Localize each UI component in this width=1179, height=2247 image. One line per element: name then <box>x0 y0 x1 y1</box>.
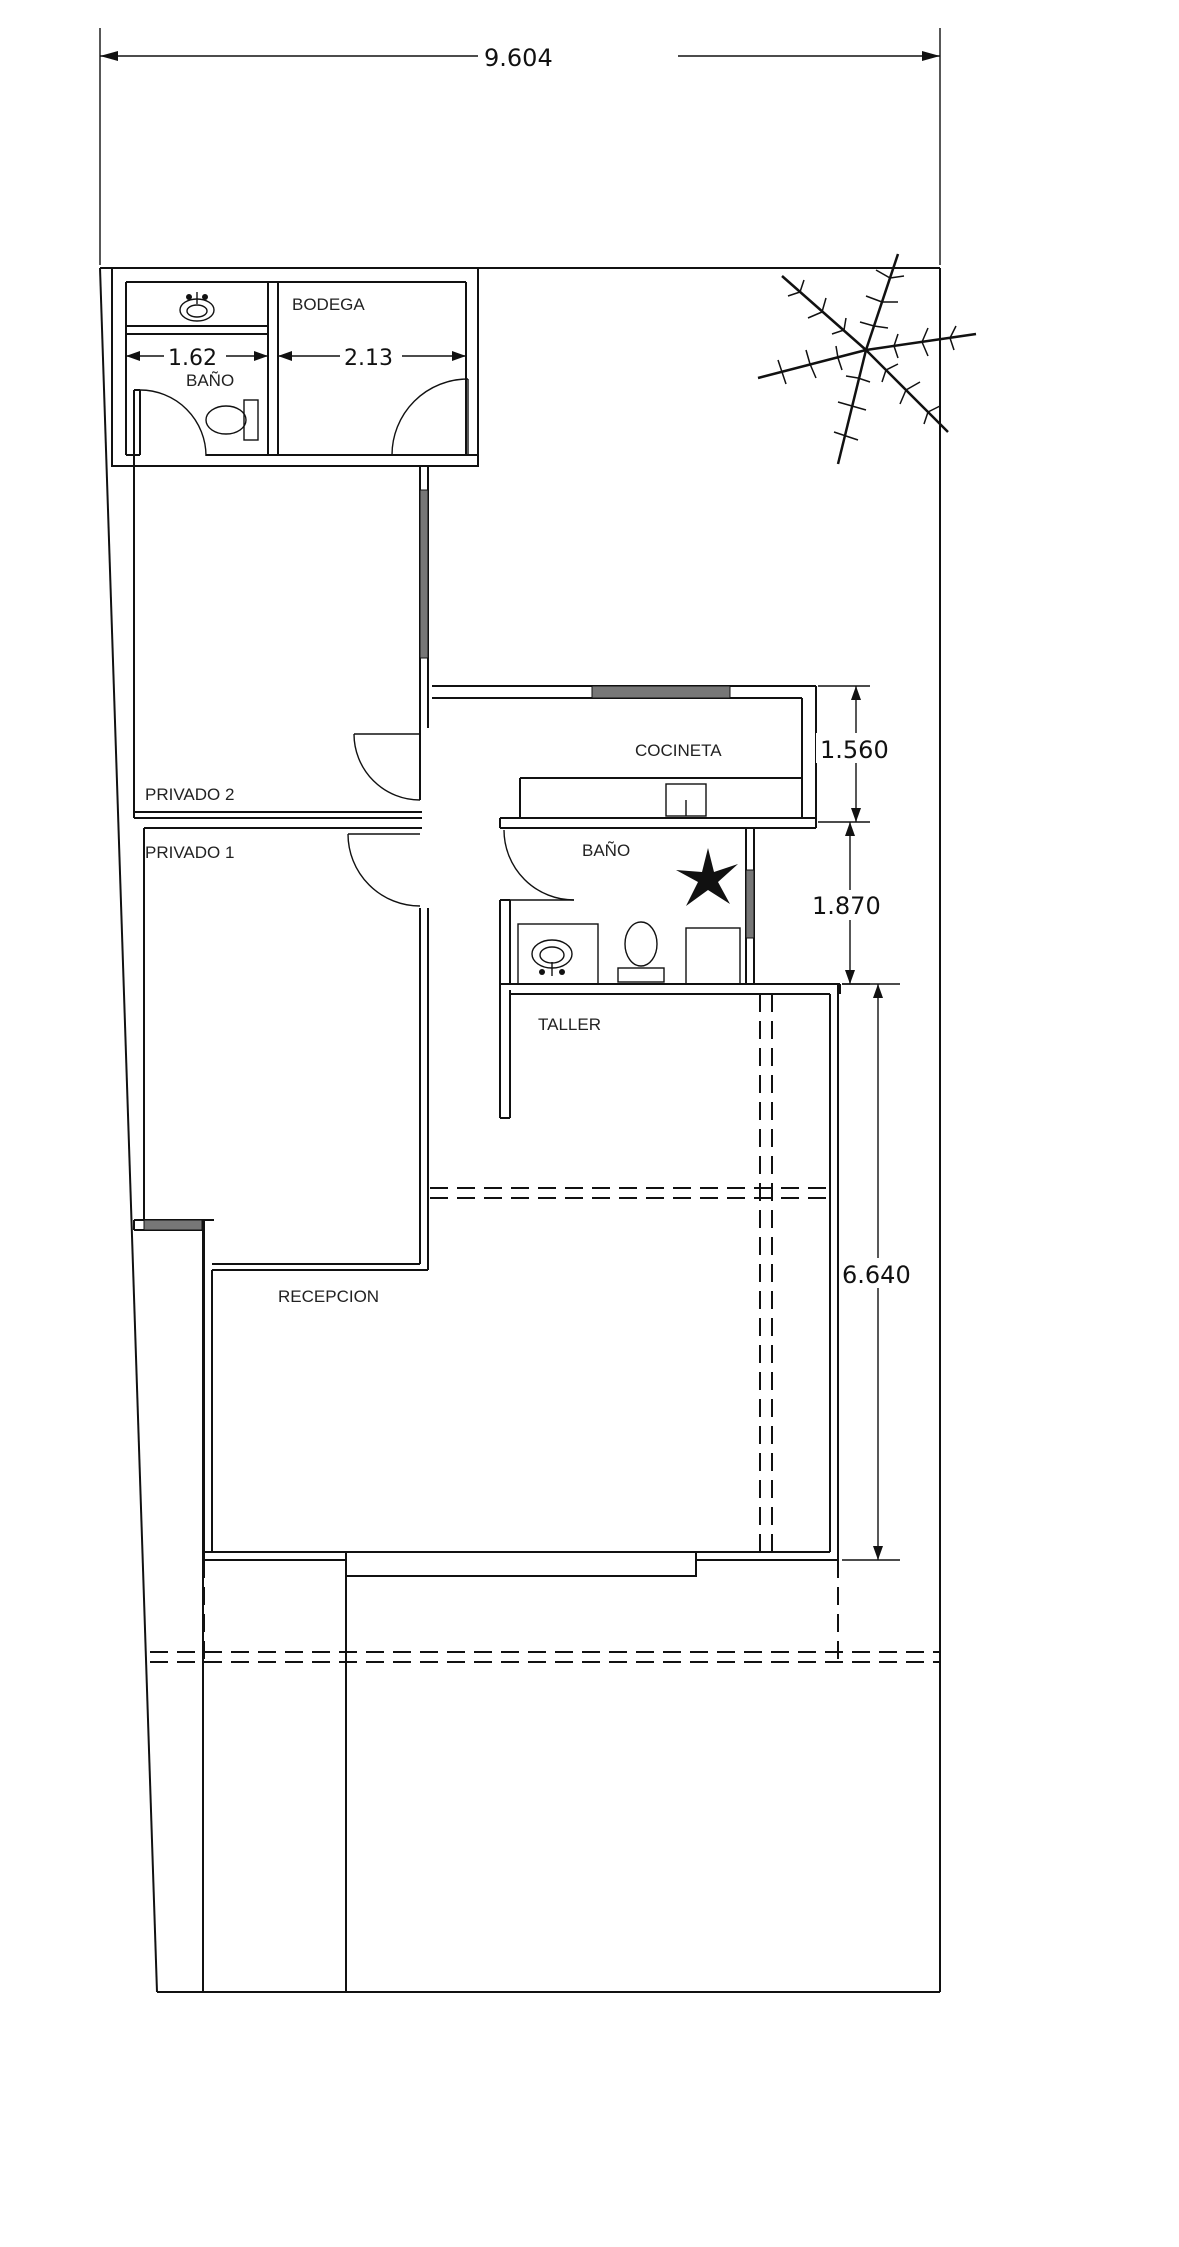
total-width-label: 9.604 <box>484 44 553 72</box>
small-plant-icon <box>676 848 738 906</box>
sink-icon <box>179 292 215 322</box>
room-label-privado1: PRIVADO 1 <box>145 843 234 862</box>
privado2-room <box>133 455 429 819</box>
bano-width-label: 1.62 <box>168 346 217 371</box>
bano-sink-icon <box>531 939 573 976</box>
taller-depth-dimension: 6.640 <box>840 983 920 1561</box>
bano-depth-label: 1.870 <box>812 892 881 920</box>
room-label-bodega: BODEGA <box>292 295 365 314</box>
taller-recepcion-block <box>133 984 940 1663</box>
room-label-bano-small: BAÑO <box>186 371 234 390</box>
room-label-privado2: PRIVADO 2 <box>145 785 234 804</box>
service-block <box>111 267 479 467</box>
room-label-recepcion: RECEPCION <box>278 1287 379 1306</box>
cocineta-depth-label: 1.560 <box>820 736 889 764</box>
palm-tree-icon <box>757 253 977 465</box>
toilet-icon <box>205 399 259 441</box>
bano-toilet-icon <box>617 921 665 983</box>
total-width-dimension: 9.604 <box>99 28 941 265</box>
privado1-room <box>143 827 429 1271</box>
bodega-width-label: 2.13 <box>344 346 393 371</box>
taller-depth-label: 6.640 <box>842 1261 911 1289</box>
kitchen-sink-icon <box>665 783 707 817</box>
cocineta-depth-dimension: 1.560 <box>816 685 896 823</box>
bano-depth-dimension: 1.870 <box>808 822 888 985</box>
room-label-cocineta: COCINETA <box>635 741 722 760</box>
room-label-taller: TALLER <box>538 1015 601 1034</box>
bano-center-room <box>499 828 841 1119</box>
cocineta-room <box>432 685 817 829</box>
bano-width-dimension: 1.62 <box>126 343 268 371</box>
bodega-width-dimension: 2.13 <box>278 343 466 371</box>
room-label-bano-center: BAÑO <box>582 841 630 860</box>
site-boundary <box>99 267 941 1993</box>
